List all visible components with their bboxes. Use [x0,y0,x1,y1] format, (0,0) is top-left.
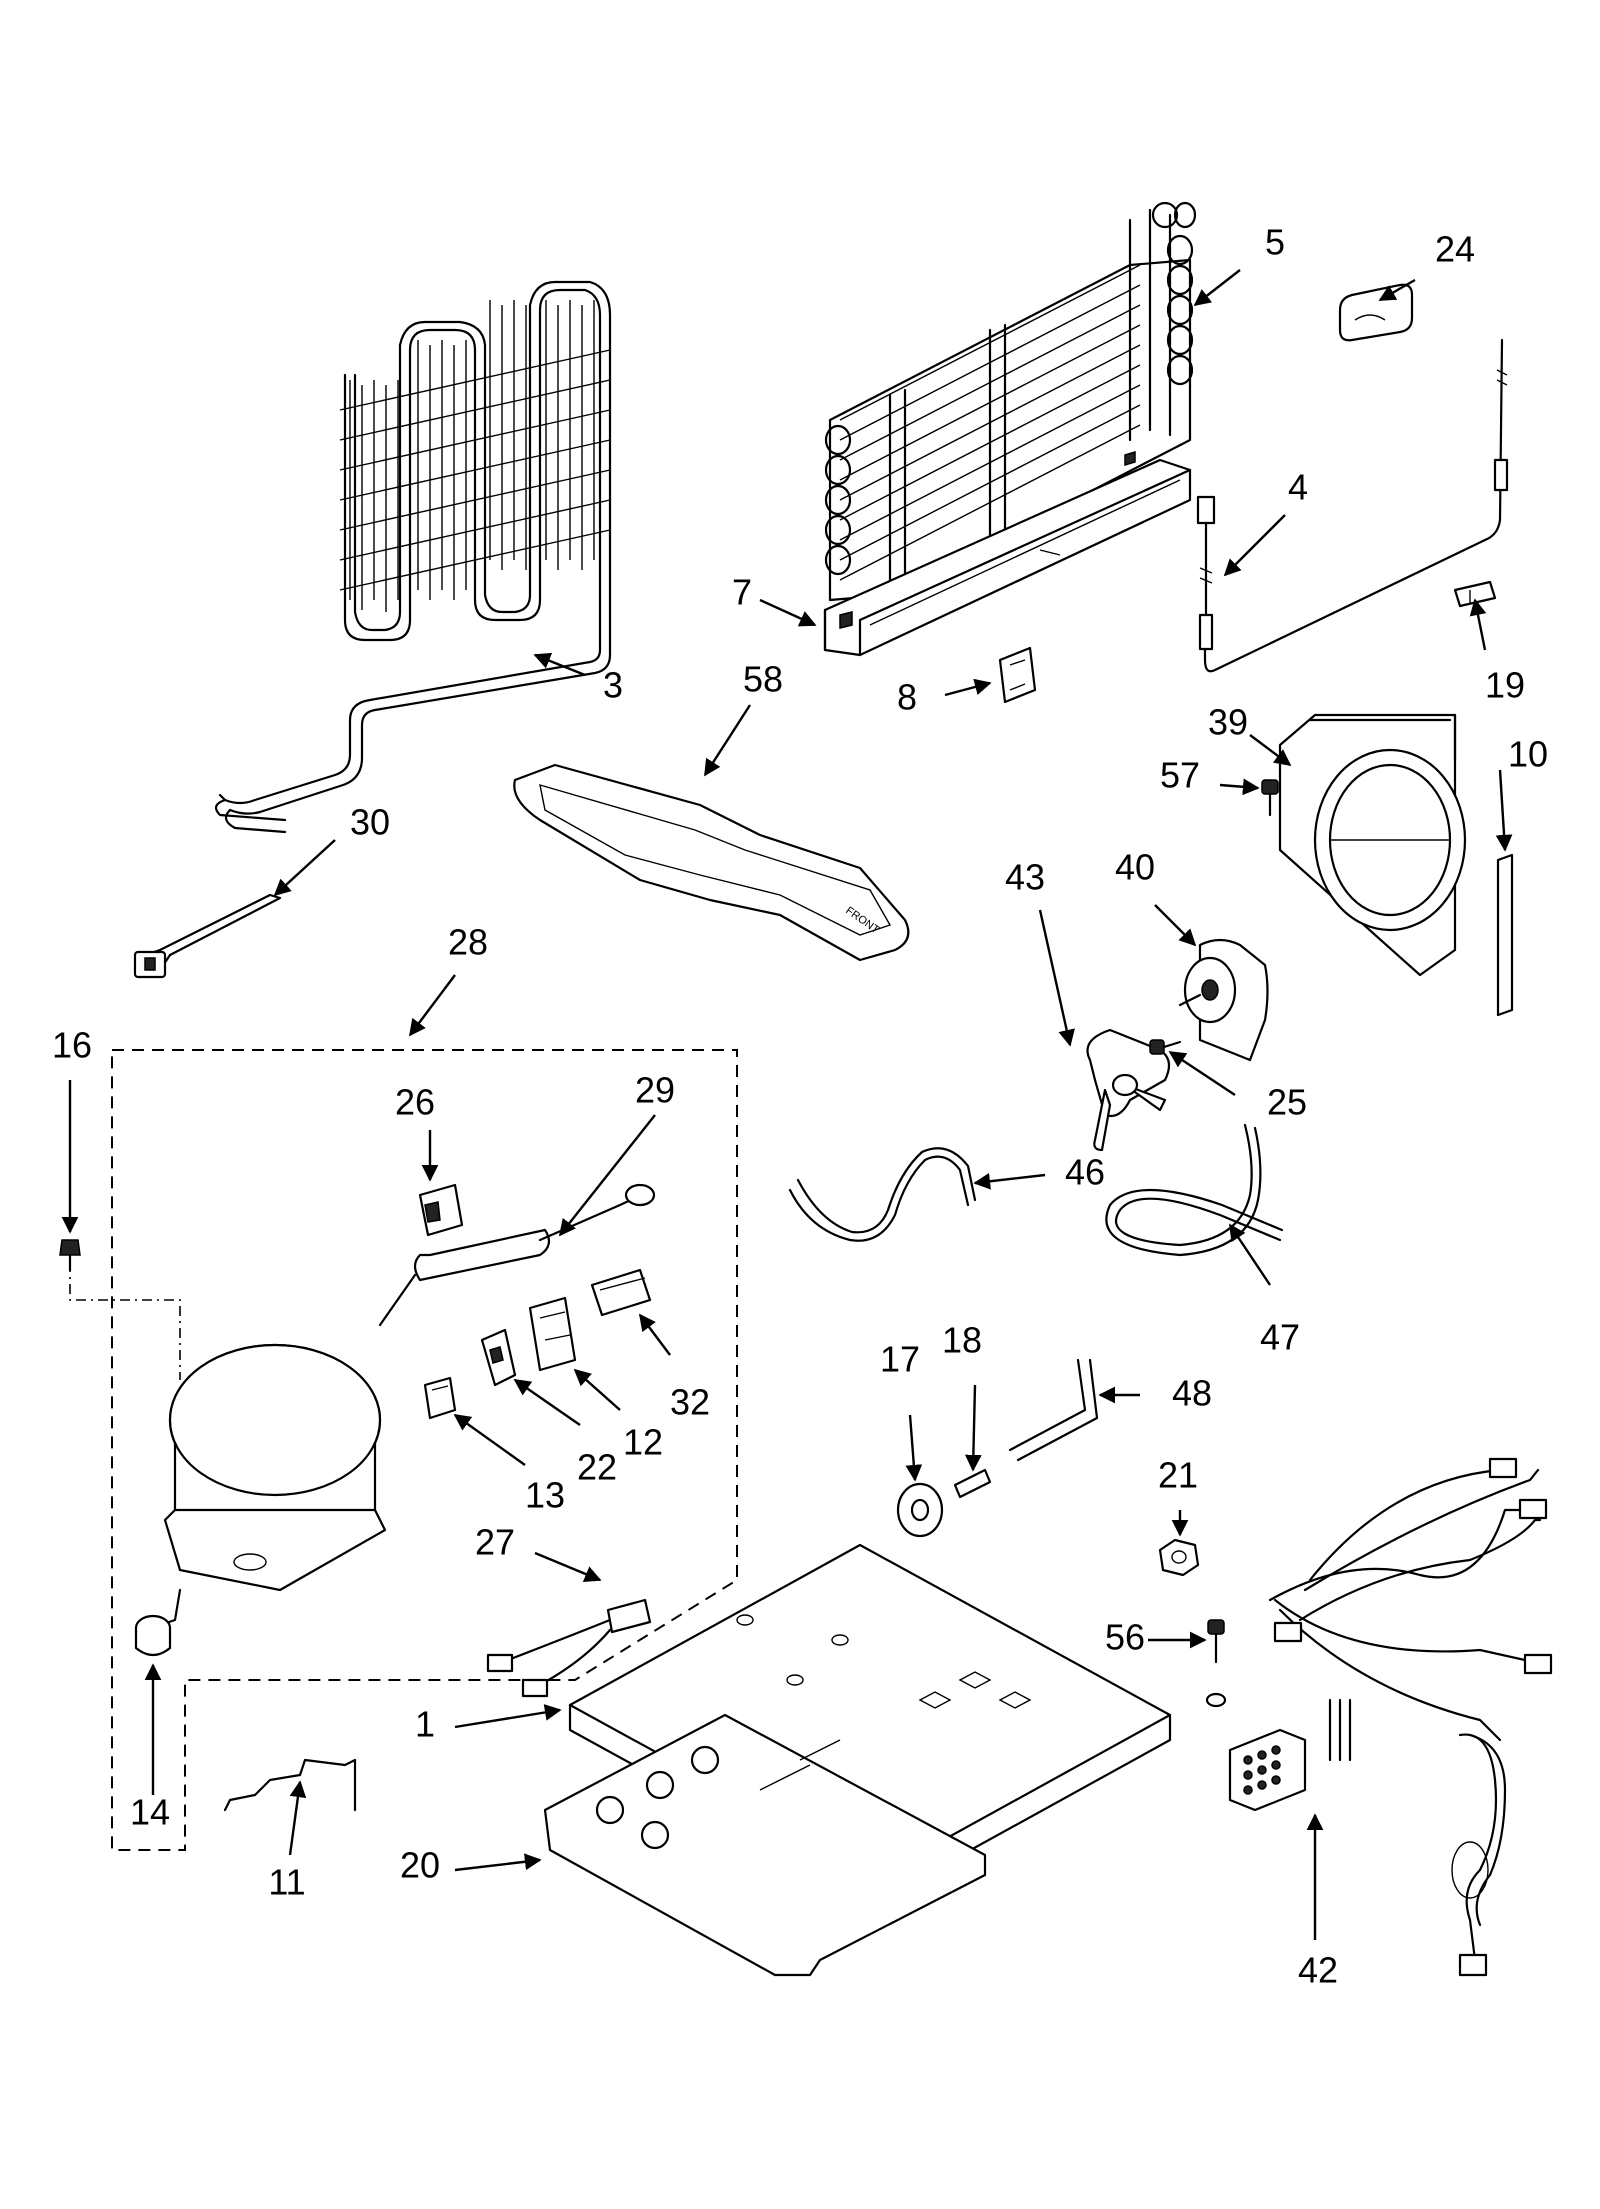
cable-tie [133,893,282,979]
switch-part-32 [590,1268,652,1317]
callout-28: 28 [448,922,488,963]
strip-part-10 [1496,853,1514,1017]
start-device-part-22 [480,1328,517,1387]
callout-8: 8 [897,677,917,718]
callout-48: 48 [1172,1373,1212,1414]
callout-43: 43 [1005,857,1045,898]
screw-part-57 [1261,779,1279,817]
callout-14: 14 [130,1792,170,1833]
callout-24: 24 [1435,229,1475,270]
grommet-part-14 [134,1614,172,1657]
callout-32: 32 [670,1382,710,1423]
fan-blade [1086,1028,1171,1152]
terminal-part-13 [423,1376,457,1420]
harness-part-27 [486,1598,652,1698]
callout-16: 16 [52,1025,92,1066]
callout-labels: 3 5 24 4 7 8 19 58 39 57 10 30 28 40 43 … [52,222,1548,1991]
drain-tray: FRONT [513,763,910,962]
callout-17: 17 [880,1339,920,1380]
screw-part-16 [59,1239,81,1272]
callout-20: 20 [400,1845,440,1886]
callout-26: 26 [395,1082,435,1123]
fan-motor [1178,938,1269,1062]
pin-part-18 [953,1468,992,1499]
callout-46: 46 [1065,1152,1105,1193]
callout-22: 22 [577,1447,617,1488]
callout-40: 40 [1115,847,1155,888]
insulation-panel [543,1713,987,1977]
callout-12: 12 [623,1422,663,1463]
evaporator [824,201,1197,602]
cover-part-24 [1338,283,1414,342]
nut-part-21 [1158,1538,1200,1577]
tube-part-46 [788,1147,977,1242]
tube-part-47 [1105,1123,1284,1257]
callout-58: 58 [743,659,783,700]
relay-part-26 [418,1183,464,1237]
callout-30: 30 [350,802,390,843]
callout-25: 25 [1267,1082,1307,1123]
callout-1: 1 [415,1704,435,1745]
callout-10: 10 [1508,734,1548,775]
leader-lines [61,269,1513,1940]
thermistor-wire [1203,338,1509,673]
clip-part-8 [998,646,1037,704]
wire-harness [1228,1457,1553,1977]
thermistor [1196,495,1216,651]
bumper-part-17 [896,1482,944,1538]
callout-47: 47 [1260,1317,1300,1358]
callout-3: 3 [603,665,623,706]
overload-part-12 [528,1296,577,1372]
compressor [158,1343,387,1627]
callout-39: 39 [1208,702,1248,743]
condenser-coil [214,280,612,834]
callout-27: 27 [475,1522,515,1563]
fan-shroud [1278,713,1467,977]
compressor-kit-boundary [111,1049,738,1851]
callout-56: 56 [1105,1617,1145,1658]
callout-4: 4 [1288,467,1308,508]
callout-18: 18 [942,1320,982,1361]
bracket-wire-part-11 [223,1758,357,1812]
callout-57: 57 [1160,755,1200,796]
screw-part-25 [1149,1039,1182,1055]
callout-19: 19 [1485,665,1525,706]
callout-29: 29 [635,1070,675,1111]
screw-part-56 [1205,1619,1227,1708]
callout-5: 5 [1265,222,1285,263]
callout-11: 11 [268,1862,305,1903]
tube-part-48 [1008,1358,1099,1462]
compressor-leader [69,1262,181,1380]
evaporator-pan [823,450,1192,657]
callout-7: 7 [732,572,752,613]
callout-21: 21 [1158,1455,1198,1496]
callout-13: 13 [525,1475,565,1516]
callout-42: 42 [1298,1950,1338,1991]
